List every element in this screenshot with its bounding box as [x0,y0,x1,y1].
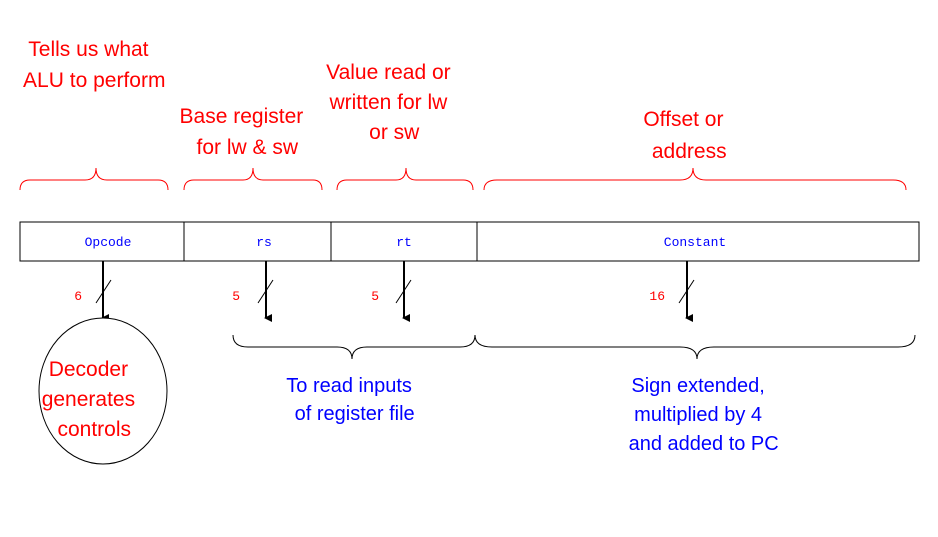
bus-rs-slash [257,279,274,304]
note-register-file-line-2: of register file [295,403,415,425]
field-opcode-label: Opcode [85,235,132,250]
bit-width-opcode: 6 [74,289,82,304]
bus-rt: 5 [371,261,412,322]
field-constant-label: Constant [664,235,726,250]
annotation-opcode-line-2: ALU to perform [23,69,165,92]
note-constant-line-1: Sign extended, [631,375,764,397]
annotation-constant: Offset or address [0,0,753,163]
field-opcode-box [19,221,185,262]
note-constant-line-3: and added to PC [629,433,779,455]
bit-width-constant: 16 [649,289,665,304]
decoder-circle [38,317,168,465]
bus-opcode: 6 [74,261,112,322]
annotation-rt-line-2: written for lw [328,91,448,114]
annotation-constant-line-1: Offset or [643,108,723,131]
field-rt-label: rt [396,235,412,250]
instruction-fields: Opcode rs rt Constant [19,221,920,262]
bus-opcode-slash [95,279,112,304]
note-register-file: To read inputs of register file [0,0,440,425]
bus-rt-slash [395,279,412,304]
bit-width-rt: 5 [371,289,379,304]
brace-opcode [19,167,169,191]
annotation-rt-line-3: or sw [369,121,420,144]
annotation-rs-line-2: for lw & sw [196,136,298,159]
annotation-constant-line-2: address [652,140,727,163]
bit-width-rs: 5 [232,289,240,304]
decoder-label-line-1: Decoder [49,358,128,381]
annotation-rt: Value read or written for lw or sw [0,0,480,144]
brace-rt [336,167,474,191]
decoder-label: Decoder generates controls [0,0,164,441]
bus-constant: 16 [649,261,695,322]
annotation-rs: Base register for lw & sw [0,0,332,159]
field-constant-box [476,221,920,262]
brace-rs [183,167,323,191]
note-register-file-line-1: To read inputs [286,375,412,397]
brace-constant-use [474,334,916,360]
brace-constant [483,167,907,191]
field-rs-label: rs [256,235,272,250]
annotation-rs-line-1: Base register [180,105,304,128]
bus-constant-slash [678,279,695,304]
annotation-rt-line-1: Value read or [326,61,451,84]
brace-register-inputs [232,334,476,360]
note-constant-line-2: multiplied by 4 [634,404,762,426]
decoder-label-line-2: generates [42,388,135,411]
bus-rs: 5 [232,261,274,322]
annotation-opcode-line-1: Tells us what [28,38,148,61]
note-constant: Sign extended, multiplied by 4 and added… [629,375,779,455]
decoder-label-line-3: controls [57,418,131,441]
field-rs-box [183,221,332,262]
annotation-opcode: Tells us what ALU to perform [0,0,183,92]
